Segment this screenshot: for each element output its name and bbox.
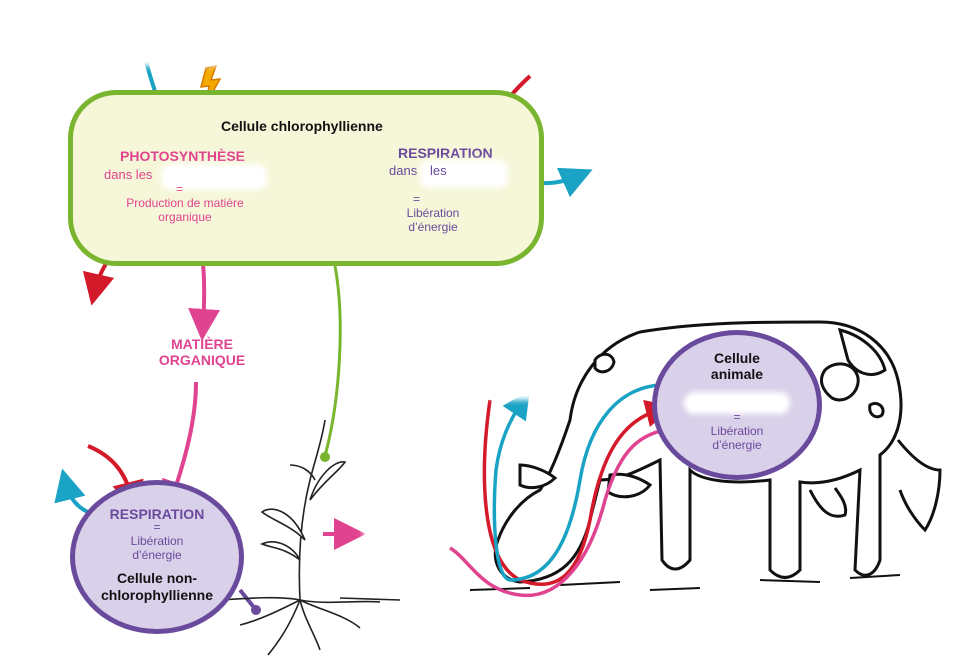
animal-cell-blank-field[interactable]	[688, 396, 786, 410]
cow-input-blank[interactable]	[490, 372, 556, 396]
organic-matter-label: MATIÈRE ORGANIQUE	[158, 336, 246, 368]
photosynthesis-blank-field[interactable]	[165, 168, 263, 186]
top-input-blank[interactable]	[104, 30, 270, 62]
root-respiration-heading: RESPIRATION	[109, 506, 205, 522]
root-respiration-result: Libération d’énergie	[130, 534, 184, 562]
respiration-heading: RESPIRATION	[398, 145, 493, 161]
plant-illustration	[219, 419, 401, 656]
root-respiration-equals: =	[153, 520, 161, 534]
organic-matter-to-cell-arrow	[162, 381, 198, 514]
animal-cell-result: Libération d’énergie	[710, 424, 764, 452]
animal-cell-equals: =	[733, 410, 741, 424]
chlorophyll-cell-title: Cellule chlorophyllienne	[221, 118, 383, 134]
cow-organic-matter-arrow	[449, 414, 694, 598]
respiration-blank-field[interactable]	[424, 164, 504, 184]
animal-cell-title: Cellule animale	[710, 350, 764, 382]
plant-output-blank[interactable]	[368, 514, 440, 548]
respiration-location-word: les	[430, 163, 447, 178]
photosynthesis-equals: =	[176, 182, 184, 196]
respiration-location-prefix: dans	[389, 163, 418, 178]
photosynthesis-location-prefix: dans les	[104, 167, 153, 182]
photosynthesis-heading: PHOTOSYNTHÈSE	[120, 148, 245, 164]
photosynthesis-result: Production de matière organique	[126, 196, 244, 224]
respiration-result: Libération d’énergie	[406, 206, 460, 234]
non-chlorophyll-cell-title: Cellule non-chlorophyllienne	[100, 570, 213, 603]
respiration-equals: =	[413, 192, 421, 206]
non-chlorophyll-cell-circle	[70, 480, 244, 634]
leaf-link-line	[323, 265, 342, 457]
cow-co2-arrow-out	[492, 383, 661, 582]
cow-oxygen-arrow	[482, 399, 674, 586]
